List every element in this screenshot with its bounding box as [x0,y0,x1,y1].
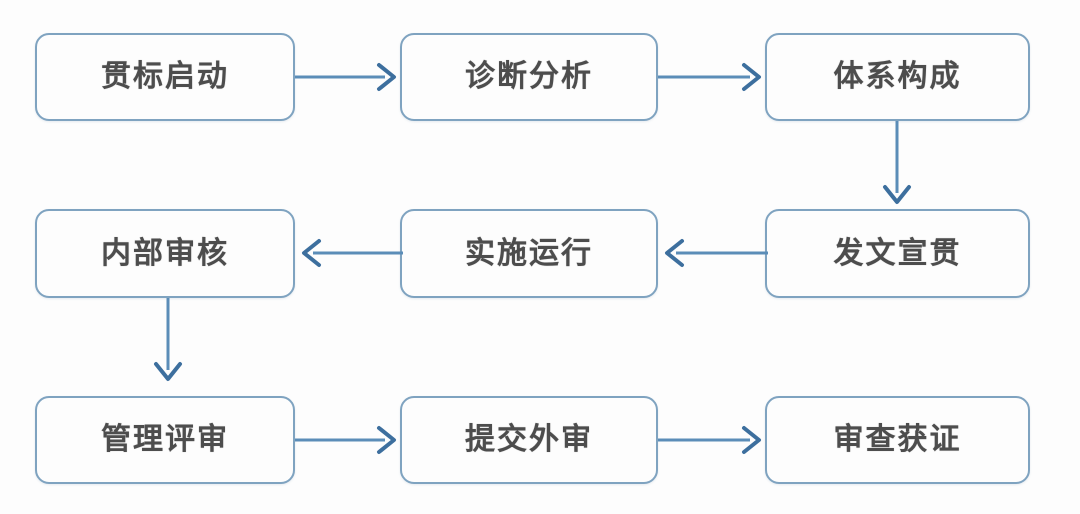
flow-node-label: 审查获证 [833,422,962,457]
flow-node-label: 内部审核 [101,235,229,271]
arrow-tijiao-to-shencha [658,426,761,454]
arrow-guanbiao-to-zhenduan [295,63,396,91]
arrow-zhenduan-to-tixi [658,63,761,91]
flow-node-label: 贯标启动 [101,59,229,94]
arrow-guanli-to-tijiao [295,426,396,454]
flow-node-neibu-shenhe[interactable]: 内部审核 [35,209,295,298]
arrow-shishi-to-neibu [302,239,403,267]
flow-node-shencha-huozheng[interactable]: 审查获证 [765,396,1030,484]
flow-node-guanbiao-qidong[interactable]: 贯标启动 [35,33,295,121]
flow-node-label: 实施运行 [465,235,593,271]
flow-node-guanli-pingshen[interactable]: 管理评审 [35,396,295,484]
flow-node-fawen-xuanguan[interactable]: 发文宣贯 [765,209,1030,298]
flow-node-label: 管理评审 [101,422,229,457]
flow-node-label: 诊断分析 [465,59,593,94]
arrow-fawen-to-shishi [665,239,768,267]
flow-node-tixi-goucheng[interactable]: 体系构成 [765,33,1030,121]
flow-node-label: 体系构成 [833,59,962,94]
arrow-tixi-to-fawen [883,121,911,204]
arrow-neibu-to-guanli [154,298,182,381]
flow-node-label: 发文宣贯 [833,235,962,271]
flow-node-zhenduan-fenxi[interactable]: 诊断分析 [400,33,658,121]
flow-node-label: 提交外审 [465,422,593,457]
flow-node-shishi-yunxing[interactable]: 实施运行 [400,209,658,298]
flow-node-tijiao-waishen[interactable]: 提交外审 [400,396,658,484]
